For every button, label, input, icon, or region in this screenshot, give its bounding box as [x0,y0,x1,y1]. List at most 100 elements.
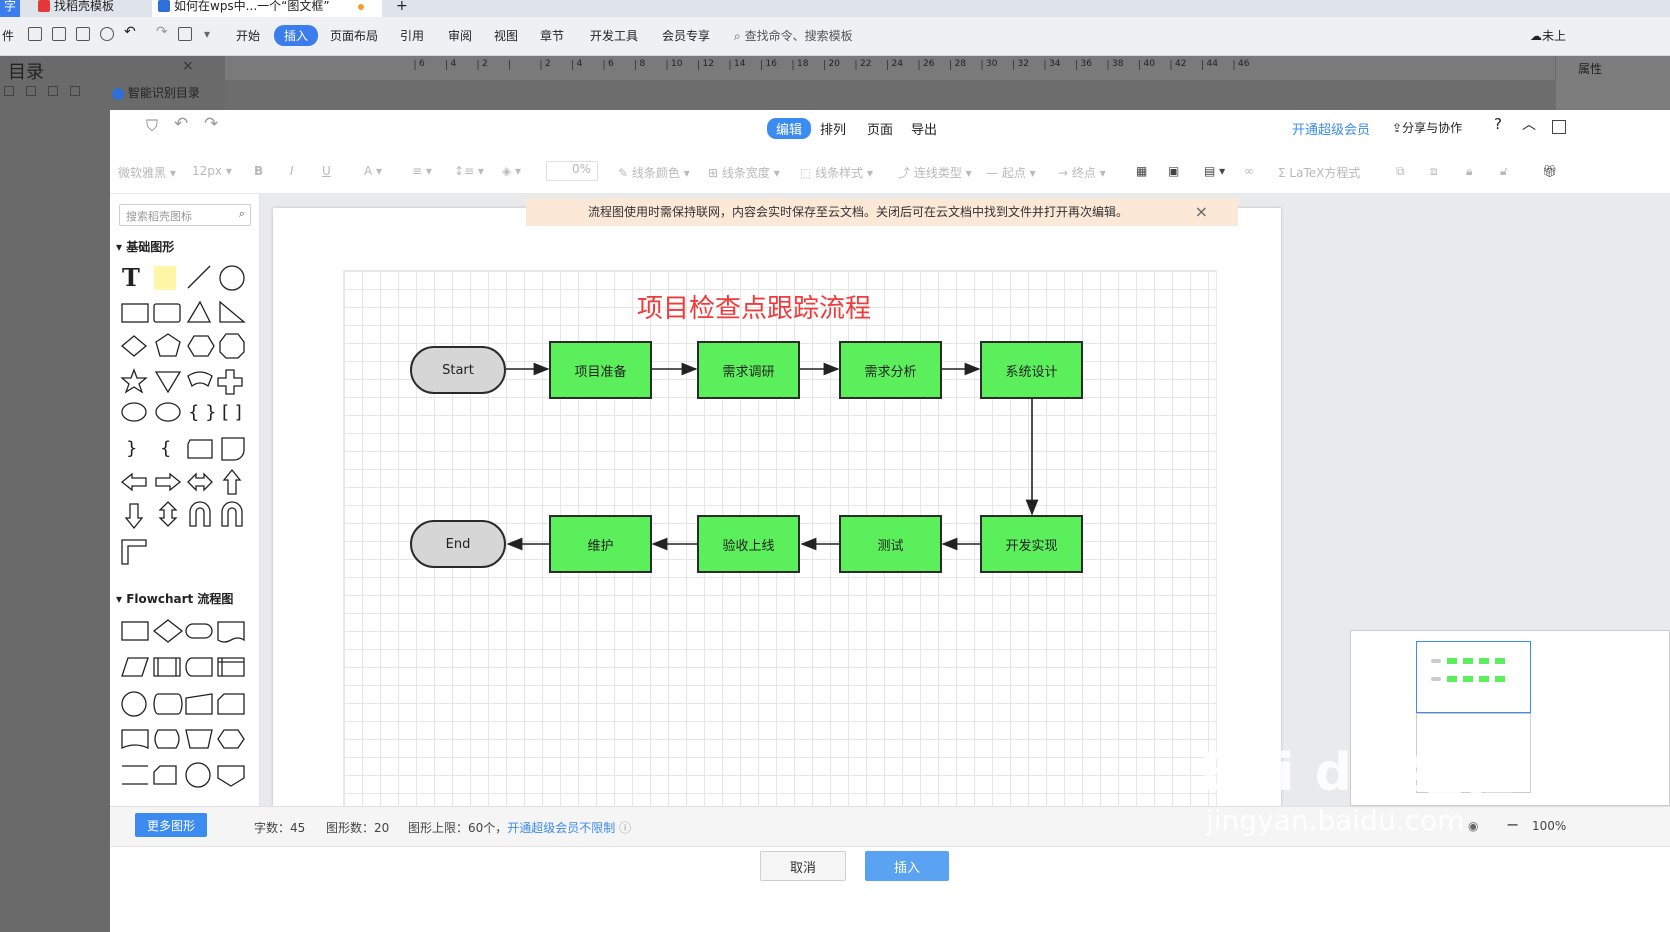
remove-icon[interactable] [70,86,80,96]
group-icon[interactable]: ⧉ [1396,164,1405,178]
gift-icon[interactable]: 🎁︎ [1542,164,1558,178]
cancel-button[interactable]: 取消 [760,851,846,881]
arch-shape[interactable] [221,501,243,527]
bold-icon[interactable]: B [254,164,264,178]
align-icon[interactable]: ≡ ▾ [412,164,432,178]
bracket-shape[interactable]: [ ] [222,402,242,423]
node-start[interactable]: Start [410,346,506,394]
tab-first[interactable]: 字 [0,0,20,17]
node-maintenance[interactable]: 维护 [549,515,652,573]
data-shape[interactable] [121,657,149,677]
icon-search-input[interactable]: 搜索稻壳图标⌕ [119,204,251,226]
node-end[interactable]: End [410,520,506,568]
pentagon-shape[interactable] [155,333,181,357]
redo-icon[interactable]: ↷ [156,24,168,40]
collapse-up-icon[interactable]: ︿ [1522,117,1536,133]
cloud-status[interactable]: ☁未上 [1530,29,1567,43]
left-brace-shape[interactable]: { [160,438,171,459]
decision-shape[interactable] [152,619,184,643]
up-arrow-shape[interactable] [222,468,242,495]
rounded-rect-shape[interactable] [153,303,181,323]
rounded-corner-shape[interactable] [221,437,245,461]
zoom-out-icon[interactable]: − [1506,815,1520,834]
italic-icon[interactable]: I [290,164,294,178]
image-icon[interactable]: ▣ [1168,164,1180,178]
process-shape[interactable] [121,621,149,641]
vip-link[interactable]: 开通超级会员 [1292,123,1371,138]
line-color-select[interactable]: ✎ 线条颜色 ▾ [618,166,690,180]
redo-icon[interactable]: ↷ [204,114,219,134]
menu-review[interactable]: 审阅 [448,29,473,43]
node-testing[interactable]: 测试 [839,515,942,573]
smart-toc-button[interactable]: 智能识别目录 [112,84,200,101]
note-shape[interactable] [154,266,176,290]
menu-start[interactable]: 开始 [236,29,261,43]
offpage-connector-shape[interactable] [217,765,245,787]
manual-input-shape[interactable] [185,693,213,715]
left-arrow-shape[interactable] [120,472,147,492]
undo-icon[interactable]: ↶ [174,114,189,134]
internal-storage-shape[interactable] [217,657,245,677]
add-icon[interactable] [48,86,58,96]
expand-icon[interactable] [26,86,36,96]
stored-data-shape[interactable] [185,657,213,677]
text-shape[interactable]: T [122,263,140,292]
tab-active-doc[interactable]: 如何在wps中...一个“图文框” [152,0,382,17]
u-turn-shape[interactable] [189,501,211,527]
print-icon[interactable] [76,27,90,41]
callout-shape[interactable] [155,402,181,422]
line-spacing-icon[interactable]: ↕≡ ▾ [454,164,484,178]
save-icon[interactable] [28,27,42,41]
tab-docer-templates[interactable]: 找稻壳模板 [38,0,148,17]
link-icon[interactable]: ∞ [1244,164,1254,178]
format-painter-icon[interactable] [178,27,192,41]
hexagon-shape[interactable] [187,335,215,357]
close-icon[interactable]: × [1194,202,1208,221]
diagram-title[interactable]: 项目检查点跟踪流程 [637,294,872,324]
font-family-select[interactable]: 微软雅黑 ▾ [118,166,176,180]
card-shape[interactable] [217,693,245,715]
font-size-select[interactable]: 12px ▾ [192,164,232,178]
format-brush-icon[interactable]: ⛉ [146,116,159,135]
direct-data-shape[interactable] [153,693,183,715]
preparation-shape[interactable] [217,729,245,749]
tab-shape[interactable] [187,439,213,459]
node-acceptance-release[interactable]: 验收上线 [697,515,800,573]
annotation-shape[interactable] [122,765,148,785]
node-project-prep[interactable]: 项目准备 [549,341,652,399]
right-arrow-shape[interactable] [155,472,182,492]
offpage-shape[interactable] [153,765,177,785]
triangle-shape[interactable] [186,300,212,323]
right-brace-shape[interactable]: } [126,438,137,459]
wave-shape[interactable] [187,371,213,388]
more-chevron-icon[interactable]: ▾ [204,27,211,41]
ungroup-icon[interactable]: ⧈ [1430,164,1438,178]
node-requirement-research[interactable]: 需求调研 [697,341,800,399]
export-icon[interactable] [52,27,66,41]
circle-shape[interactable] [219,265,245,291]
opacity-input[interactable]: 0% [546,161,598,181]
punched-tape-shape[interactable] [121,729,149,750]
help-icon[interactable]: ? [1494,115,1502,133]
section-basic-shapes[interactable]: ▾ 基础图形 [116,240,175,254]
menu-file[interactable]: 件 [2,29,15,43]
close-icon[interactable]: × [182,58,194,74]
menu-references[interactable]: 引用 [400,29,425,43]
corner-shape[interactable] [121,539,147,565]
frame-icon[interactable]: ▤ ▾ [1204,164,1226,178]
tab-arrange[interactable]: 排列 [820,123,847,138]
latex-button[interactable]: Σ LaTeX方程式 [1278,166,1361,180]
line-width-select[interactable]: ⊞ 线条宽度 ▾ [708,166,780,180]
octagon-shape[interactable] [219,333,245,359]
terminator-shape[interactable] [185,623,213,639]
diamond-shape[interactable] [120,335,148,357]
new-tab-button[interactable]: + [396,0,408,14]
insert-button[interactable]: 插入 [865,851,949,881]
tab-edit[interactable]: 编辑 [767,118,812,139]
more-shapes-button[interactable]: 更多图形 [135,813,207,837]
down-arrow-shape[interactable] [124,503,144,530]
arrow-line-shape[interactable] [187,265,211,289]
node-requirement-analysis[interactable]: 需求分析 [839,341,942,399]
star-shape[interactable] [120,368,148,394]
zoom-level[interactable]: 100% [1532,819,1567,833]
